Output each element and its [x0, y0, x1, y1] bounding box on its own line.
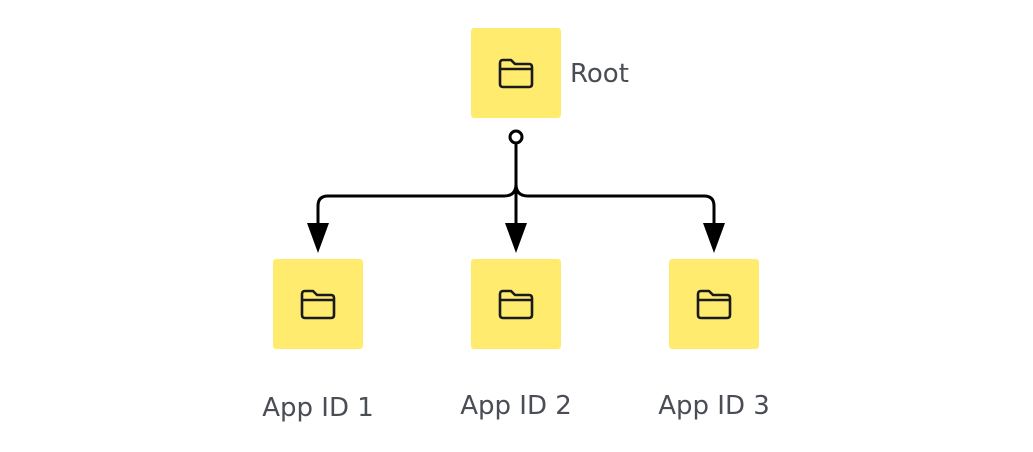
node-app-id-3-label: App ID 3 — [658, 391, 770, 421]
folder-icon — [498, 289, 534, 320]
node-app-id-1[interactable] — [273, 259, 363, 349]
connector-origin-circle — [508, 129, 524, 145]
arrowhead-app3 — [703, 223, 725, 253]
node-root[interactable] — [471, 28, 561, 118]
node-app-id-3[interactable] — [669, 259, 759, 349]
node-app-id-2-label: App ID 2 — [460, 391, 572, 421]
folder-icon — [696, 289, 732, 320]
arrowhead-app2 — [505, 223, 527, 253]
connector-branch-app1 — [316, 182, 518, 226]
node-app-id-1-label: App ID 1 — [262, 393, 374, 423]
node-app-id-2[interactable] — [471, 259, 561, 349]
arrowhead-app1 — [307, 223, 329, 253]
folder-icon — [300, 289, 336, 320]
folder-icon — [498, 58, 534, 89]
connector-branch-app3 — [514, 182, 716, 226]
node-root-label: Root — [570, 59, 629, 89]
